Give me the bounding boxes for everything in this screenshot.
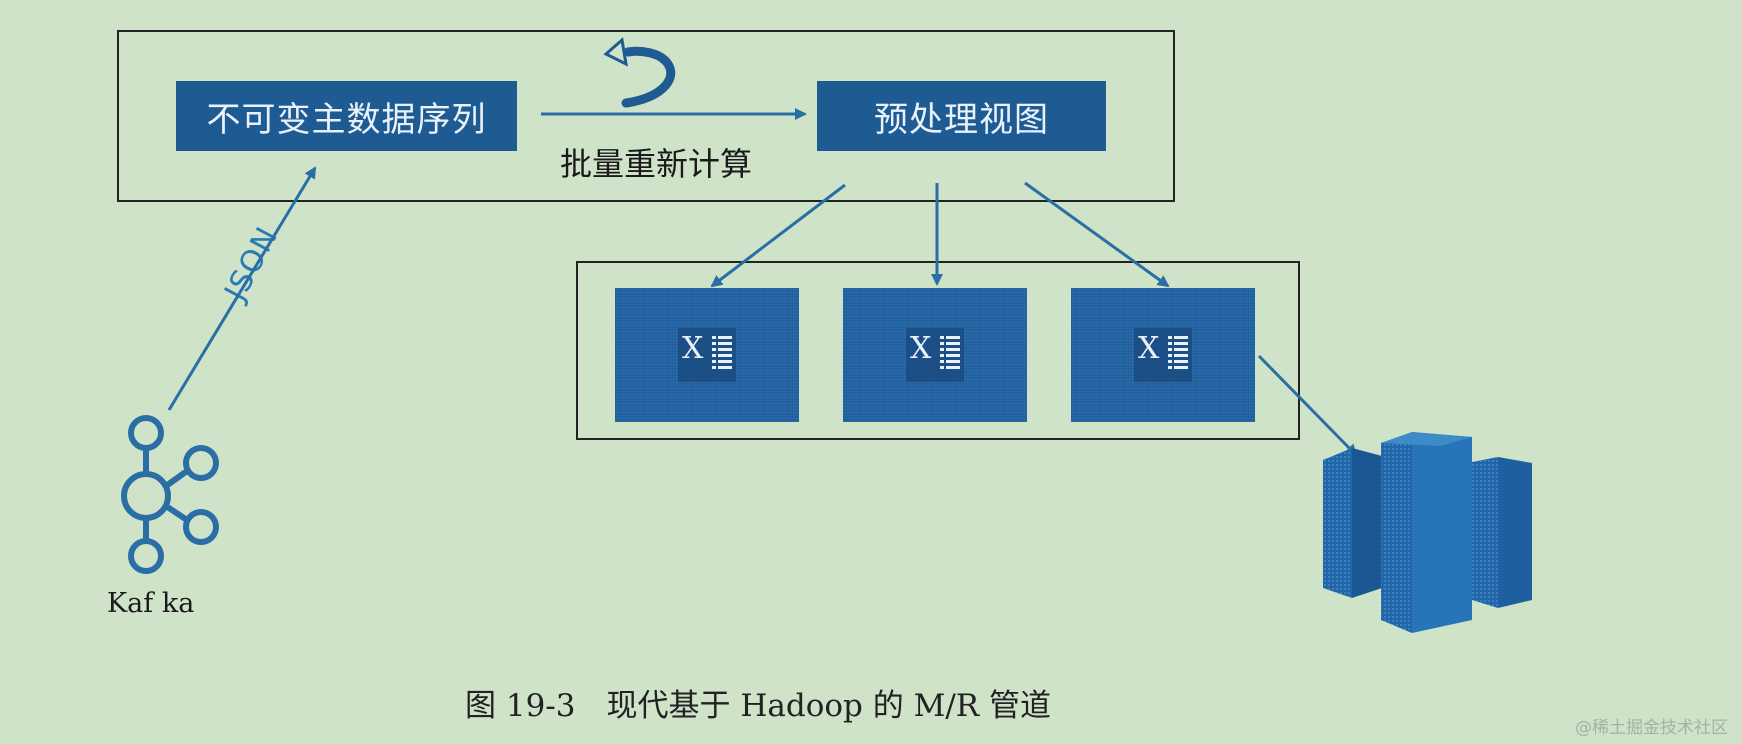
precomputed-view-label: 预处理视图: [874, 99, 1049, 140]
batch-layer-frame: [117, 30, 1175, 202]
excel-view-tile: X: [1071, 288, 1255, 422]
immutable-master-dataset-label: 不可变主数据序列: [206, 99, 487, 140]
view-to-tile-3-arrow: [1024, 181, 1170, 288]
excel-icon: X: [906, 328, 964, 382]
figure-caption: 图 19-3 现代基于 Hadoop 的 M/R 管道: [465, 688, 1051, 724]
excel-view-tile: X: [615, 288, 799, 422]
kafka-label: Kaf ka: [107, 588, 195, 619]
immutable-master-dataset-box: 不可变主数据序列: [176, 81, 517, 151]
curved-return-arrow-icon: [603, 37, 676, 108]
hadoop-tower-icon: [1323, 432, 1532, 633]
excel-icon: X: [678, 328, 736, 382]
excel-icon: X: [1134, 328, 1192, 382]
batch-recompute-label: 批量重新计算: [560, 145, 753, 183]
kafka-icon: [121, 415, 219, 574]
excel-view-tile: X: [843, 288, 1027, 422]
tile-to-store-arrow: [1257, 354, 1358, 457]
view-to-tile-1-arrow: [710, 183, 846, 288]
json-ingest-arrow: [167, 166, 317, 411]
source-watermark: @稀土掘金技术社区: [1575, 718, 1728, 738]
precomputed-view-box: 预处理视图: [817, 81, 1106, 151]
